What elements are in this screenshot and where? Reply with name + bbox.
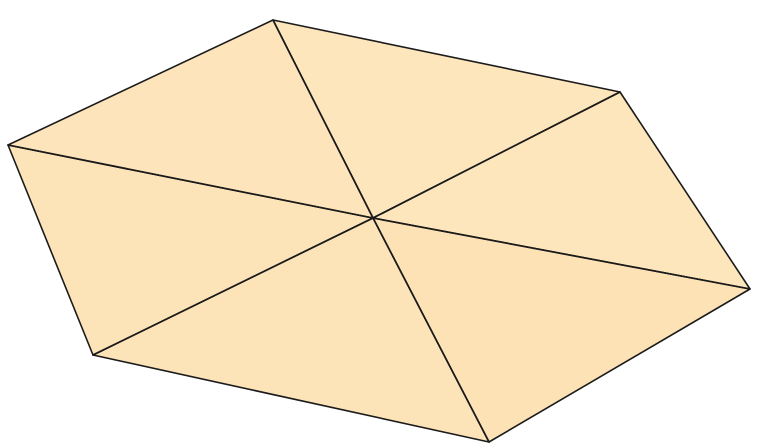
- spoke-line: [7, 144, 374, 219]
- spoke-line: [372, 91, 621, 219]
- spoke-line: [92, 217, 374, 356]
- hexagon-faces: [7, 19, 751, 443]
- spoke-line: [372, 217, 751, 290]
- spoke-line: [372, 217, 490, 443]
- spoke-line: [272, 19, 374, 219]
- hexagon-spokes: [7, 19, 751, 443]
